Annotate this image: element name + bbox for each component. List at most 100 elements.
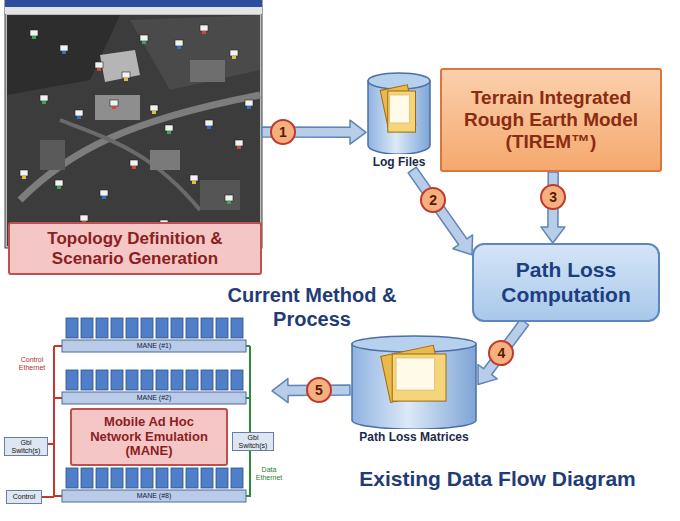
rect-shape xyxy=(5,7,262,14)
unit-marker xyxy=(227,201,231,204)
unit-icon xyxy=(20,170,28,176)
path-shape xyxy=(352,344,476,429)
rect-shape xyxy=(392,354,446,401)
radio-node-box xyxy=(171,370,183,390)
unit-icon xyxy=(245,100,253,106)
rect-shape xyxy=(388,91,416,132)
rect-shape xyxy=(5,0,262,248)
radio-node-box xyxy=(186,370,198,390)
flow-arrow xyxy=(408,167,473,255)
unit-marker xyxy=(247,106,251,109)
unit-marker xyxy=(132,166,136,169)
radio-node-box xyxy=(231,370,243,390)
screenshot-illustration xyxy=(5,0,262,248)
radio-node-box xyxy=(111,370,123,390)
unit-icon xyxy=(140,35,148,41)
radio-node-box xyxy=(156,468,168,488)
cylinder-outline xyxy=(366,72,432,154)
cylinder-label-wrap: Log Files xyxy=(373,156,426,170)
radio-node-box xyxy=(201,468,213,488)
rect-shape xyxy=(390,95,410,123)
radio-node-box xyxy=(96,318,108,338)
callout-number: 3 xyxy=(540,184,566,210)
data-tick xyxy=(246,495,250,497)
bus-label: Data Ethernet xyxy=(254,466,284,481)
unit-icon xyxy=(200,25,208,31)
database-cylinder: Path Loss Matrices xyxy=(350,335,478,445)
chassis-label: MANE (#8) xyxy=(62,490,246,502)
radio-node-box xyxy=(96,370,108,390)
radio-node-box xyxy=(216,370,228,390)
switch-box: Gbl Switch(s) xyxy=(232,432,274,451)
radio-node-box xyxy=(66,318,78,338)
unit-icon xyxy=(55,180,63,186)
radio-node-box xyxy=(126,468,138,488)
path-shape xyxy=(60,120,200,210)
radio-node-box xyxy=(81,318,93,338)
radio-node-box xyxy=(96,468,108,488)
unit-icon xyxy=(80,215,88,221)
radio-node-box xyxy=(186,318,198,338)
control-ethernet-line xyxy=(53,346,55,497)
unit-icon xyxy=(150,105,158,111)
unit-icon xyxy=(225,195,233,201)
unit-icon xyxy=(75,110,83,116)
radio-node-box xyxy=(216,468,228,488)
radio-node-box xyxy=(126,318,138,338)
radio-node-box xyxy=(231,318,243,338)
radio-node-box xyxy=(216,318,228,338)
radio-node-box xyxy=(141,370,153,390)
unit-icon xyxy=(230,50,238,56)
label-box: Mobile Ad Hoc Network Emulation (MANE) xyxy=(70,408,228,467)
process-box: Path Loss Computation xyxy=(472,243,660,322)
unit-marker xyxy=(124,78,128,81)
polygon-shape xyxy=(100,50,140,82)
mane-rack-illustration xyxy=(42,318,250,502)
unit-icon xyxy=(175,40,183,46)
data-ethernet-line xyxy=(249,346,251,497)
unit-marker xyxy=(77,116,81,119)
flow-arrow xyxy=(478,319,529,385)
unit-icon xyxy=(165,125,173,131)
callout-number: 5 xyxy=(306,377,332,403)
unit-icon xyxy=(100,190,108,196)
mane-chassis-bar xyxy=(62,340,246,352)
callout-number: 2 xyxy=(420,187,446,213)
node-text: Mobile Ad Hoc Network Emulation (MANE) xyxy=(78,415,220,460)
radio-node-box xyxy=(81,468,93,488)
control-link xyxy=(42,496,54,498)
polygon-shape xyxy=(130,15,260,90)
section-heading: Current Method & Process xyxy=(222,283,402,331)
rect-shape xyxy=(396,358,434,390)
radio-node-box xyxy=(66,468,78,488)
unit-marker xyxy=(22,176,26,179)
unit-marker xyxy=(152,111,156,114)
node-text: Path Loss Computation xyxy=(482,258,650,306)
unit-icon xyxy=(205,120,213,126)
label-box: Topology Definition & Scenario Generatio… xyxy=(8,222,262,275)
unit-marker xyxy=(177,46,181,49)
rect-shape xyxy=(7,15,260,246)
data-tick xyxy=(246,397,250,399)
rect-shape xyxy=(200,180,240,210)
control-tick xyxy=(54,397,62,399)
node-text: Topology Definition & Scenario Generatio… xyxy=(16,229,254,268)
data-tick xyxy=(246,345,250,347)
unit-icon xyxy=(190,175,198,181)
switch-link xyxy=(48,443,54,445)
unit-marker xyxy=(62,51,66,54)
radio-node-box xyxy=(231,468,243,488)
radio-node-box xyxy=(111,318,123,338)
radio-node-box xyxy=(156,370,168,390)
switch-box: Gbl Switch(s) xyxy=(4,437,48,456)
radio-node-box xyxy=(201,370,213,390)
bus-label: Control Ethernet xyxy=(12,356,52,371)
radio-node-box xyxy=(66,370,78,390)
control-tick xyxy=(54,495,62,497)
unit-icon xyxy=(235,140,243,146)
cylinder-label-wrap: Path Loss Matrices xyxy=(359,431,468,445)
radio-node-box xyxy=(141,318,153,338)
radio-node-box xyxy=(111,468,123,488)
